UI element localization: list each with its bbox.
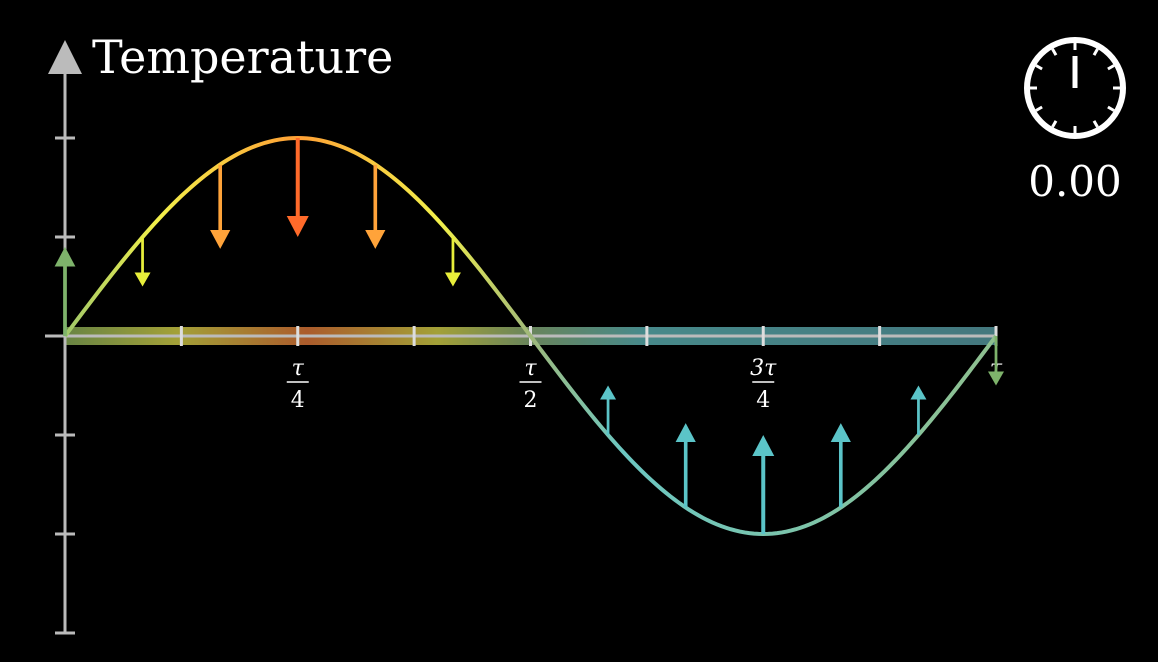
heat-flow-arrow <box>210 164 231 249</box>
x-tick-label: 3τ4 <box>750 356 777 413</box>
heat-flow-arrow <box>54 246 76 336</box>
clock-tick <box>1092 48 1099 56</box>
x-tick-label-numerator: τ <box>524 356 537 381</box>
clock-time-label: 0.00 <box>1028 157 1122 206</box>
x-tick-label-denominator: 4 <box>756 388 770 413</box>
clock-tick <box>1035 64 1043 71</box>
heat-flow-arrows <box>54 138 1004 534</box>
clock-ticks <box>1030 43 1120 133</box>
y-axis <box>48 40 82 635</box>
clock-tick <box>1051 120 1058 128</box>
heat-flow-arrow <box>830 423 851 508</box>
clock-tick <box>1107 64 1115 71</box>
heat-flow-arrow <box>600 385 617 435</box>
x-tick-label-numerator: τ <box>292 356 305 381</box>
heat-flow-arrow <box>365 164 386 249</box>
x-tick-label: τ4 <box>286 356 309 413</box>
x-tick-label-denominator: 4 <box>291 388 305 413</box>
temperature-curve <box>63 135 998 537</box>
heat-flow-arrow <box>134 237 151 287</box>
clock-tick <box>1035 105 1043 112</box>
x-tick-label-numerator: 3τ <box>750 356 777 381</box>
clock-tick <box>1107 105 1115 112</box>
clock-tick <box>1092 120 1099 128</box>
heat-flow-arrow <box>286 138 309 237</box>
clock-tick <box>1051 48 1058 56</box>
heat-flow-arrow <box>675 423 696 508</box>
x-tick-label: τ2 <box>519 356 542 413</box>
x-tick-label-denominator: 2 <box>524 388 538 413</box>
y-axis-arrowhead-icon <box>48 40 82 74</box>
clock-icon <box>1024 37 1126 139</box>
y-axis-label: Temperature <box>92 30 393 84</box>
heat-flow-arrow <box>752 435 775 534</box>
heat-flow-arrow <box>444 237 461 287</box>
heat-flow-arrow <box>910 385 927 435</box>
x-axis-tick-labels: τ4τ23τ4τ <box>286 356 1003 413</box>
heat-flow-arrow <box>988 336 1004 386</box>
